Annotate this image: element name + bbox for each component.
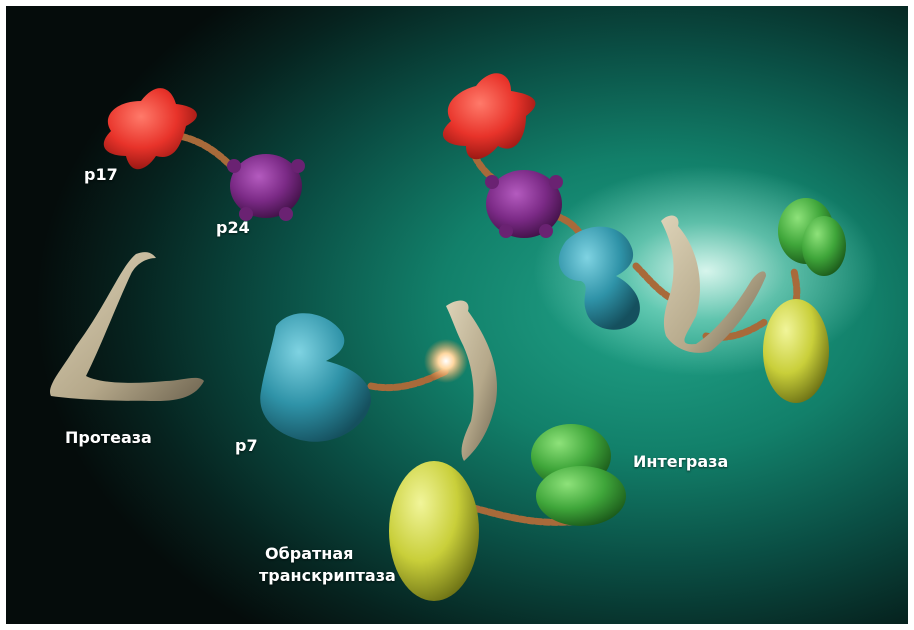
linker-rt-integrase-chain: [794, 271, 797, 301]
p24-protein: [230, 154, 302, 218]
reverse-transcriptase-protein-chain: [763, 299, 829, 403]
cleavage-flare: [424, 339, 468, 383]
integrase-label: Интеграза: [633, 452, 728, 472]
integrase-protein-bottom: [536, 466, 626, 526]
p24-label: p24: [216, 218, 250, 238]
hiv-proteins-scene: p17 p24 Протеаза p7 Интеграза Обратная т…: [6, 6, 908, 624]
p17-label: p17: [84, 165, 118, 185]
p7-label: p7: [235, 436, 258, 456]
reverse-transcriptase-label-line2: транскриптаза: [259, 566, 396, 586]
integrase-protein-chain-right: [802, 216, 846, 276]
protease-label: Протеаза: [65, 428, 152, 448]
protease-protein: [50, 252, 204, 401]
p7-protein-chain: [559, 227, 640, 330]
p7-protein: [260, 313, 371, 442]
reverse-transcriptase-label-line1: Обратная: [265, 544, 353, 564]
protein-illustration: [6, 6, 908, 624]
p17-protein-chain: [443, 73, 536, 159]
reverse-transcriptase-protein: [389, 461, 479, 601]
p17-protein: [104, 88, 197, 169]
